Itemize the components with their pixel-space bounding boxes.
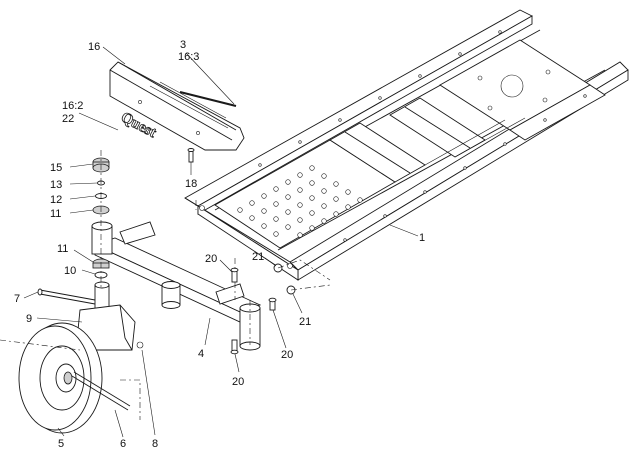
callout-3: 3 [180,39,186,51]
main-frame [184,9,629,281]
callout-18: 18 [185,178,197,190]
callout-21-top: 21 [252,251,264,263]
callout-5: 5 [58,438,64,450]
callout-16-3: 16:3 [178,51,199,63]
caster-fork [77,281,144,351]
axle-bolt-6 [71,371,131,411]
callout-16-2: 16:2 [62,100,83,112]
callout-8: 8 [152,438,158,450]
callout-4: 4 [198,348,204,360]
callout-11-upper: 11 [50,208,61,220]
deck-holes [237,165,363,238]
callout-7: 7 [14,293,20,305]
screw-18 [187,148,195,163]
bolt-7 [37,288,96,305]
callout-20-top: 20 [205,253,217,265]
callout-9: 9 [26,313,32,325]
decal-stripe [179,91,237,107]
callout-15: 15 [50,162,62,174]
rail-holes [258,30,587,242]
front-axle [91,221,262,351]
callout-1: 1 [419,232,425,244]
callout-20-bottom: 20 [232,376,244,388]
callout-10: 10 [64,265,76,277]
caster-wheel [18,322,103,434]
center-lines [0,150,331,420]
front-shield: Quest [109,61,245,151]
bolts-20 [230,267,277,355]
callout-labels: 1 3 16:3 16 16:2 22 15 13 12 11 11 10 18… [14,39,425,450]
callout-22: 22 [62,113,74,125]
callout-11-lower: 11 [57,243,68,255]
bearing-stack [92,157,110,279]
callout-12: 12 [50,194,62,206]
callout-13: 13 [50,179,62,191]
callout-21-right: 21 [299,316,311,328]
callout-20-right: 20 [281,349,293,361]
leader-lines [23,46,419,438]
callout-6: 6 [120,438,126,450]
callout-16: 16 [88,41,100,53]
